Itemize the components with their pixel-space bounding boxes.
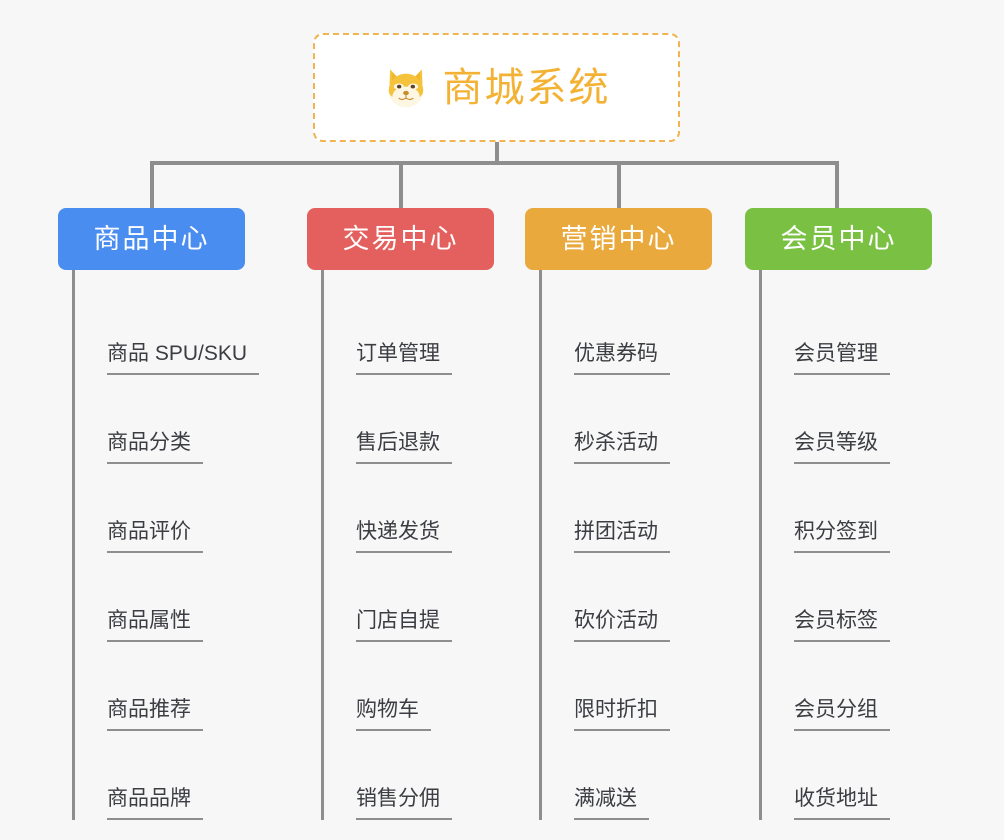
list-item-label: 限时折扣: [574, 698, 670, 731]
list-item-label: 积分签到: [794, 520, 890, 553]
list-item[interactable]: 商品 SPU/SKU: [75, 286, 260, 375]
list-item[interactable]: 限时折扣: [542, 642, 712, 731]
list-item[interactable]: 满减送: [542, 731, 712, 820]
branch-column-商品中心: 商品中心 商品 SPU/SKU 商品分类 商品评价 商品属性 商品推荐 商品品牌: [58, 208, 260, 820]
list-item-label: 快递发货: [356, 520, 452, 553]
list-item-label: 满减送: [574, 787, 649, 820]
list-item[interactable]: 商品评价: [75, 464, 245, 553]
list-item[interactable]: 收货地址: [762, 731, 932, 820]
root-node-title: 商城系统: [442, 65, 611, 110]
list-item[interactable]: 商品分类: [75, 375, 245, 464]
list-item-label: 售后退款: [356, 431, 452, 464]
list-item[interactable]: 售后退款: [324, 375, 494, 464]
list-item[interactable]: 快递发货: [324, 464, 494, 553]
branch-item-list: 商品 SPU/SKU 商品分类 商品评价 商品属性 商品推荐 商品品牌: [72, 270, 260, 820]
list-item-label: 商品 SPU/SKU: [107, 342, 260, 375]
list-item[interactable]: 拼团活动: [542, 464, 712, 553]
branch-header-label: 会员中心: [780, 223, 897, 254]
list-item[interactable]: 优惠券码: [542, 286, 712, 375]
branch-header-会员中心[interactable]: 会员中心: [745, 208, 932, 270]
list-item-label: 商品推荐: [107, 698, 203, 731]
list-item-label: 商品分类: [107, 431, 203, 464]
list-item-label: 订单管理: [356, 342, 452, 375]
list-item-label: 会员管理: [794, 342, 890, 375]
list-item-label: 砍价活动: [574, 609, 670, 642]
connector-drop-4: [835, 161, 839, 208]
list-item-label: 会员标签: [794, 609, 890, 642]
list-item-label: 门店自提: [356, 609, 452, 642]
branch-item-list: 优惠券码 秒杀活动 拼团活动 砍价活动 限时折扣 满减送: [539, 270, 712, 820]
list-item-label: 收货地址: [794, 787, 890, 820]
list-item[interactable]: 商品推荐: [75, 642, 245, 731]
list-item-label: 购物车: [356, 698, 431, 731]
list-item[interactable]: 会员分组: [762, 642, 932, 731]
branch-header-营销中心[interactable]: 营销中心: [525, 208, 712, 270]
branch-header-label: 商品中心: [93, 223, 210, 254]
list-item[interactable]: 会员管理: [762, 286, 932, 375]
list-item[interactable]: 门店自提: [324, 553, 494, 642]
list-item[interactable]: 商品品牌: [75, 731, 245, 820]
connector-drop-3: [617, 161, 621, 208]
connector-drop-1: [150, 161, 154, 208]
branch-header-商品中心[interactable]: 商品中心: [58, 208, 245, 270]
connector-horizontal-bar: [150, 161, 839, 165]
list-item-label: 销售分佣: [356, 787, 452, 820]
shiba-dog-face-icon: [383, 65, 429, 111]
branch-header-label: 交易中心: [342, 223, 459, 254]
list-item[interactable]: 销售分佣: [324, 731, 494, 820]
branch-column-会员中心: 会员中心 会员管理 会员等级 积分签到 会员标签 会员分组 收货地址: [745, 208, 932, 820]
connector-drop-2: [399, 161, 403, 208]
list-item-label: 商品属性: [107, 609, 203, 642]
list-item[interactable]: 积分签到: [762, 464, 932, 553]
list-item-label: 秒杀活动: [574, 431, 670, 464]
list-item-label: 商品评价: [107, 520, 203, 553]
branch-item-list: 会员管理 会员等级 积分签到 会员标签 会员分组 收货地址: [759, 270, 932, 820]
branch-column-营销中心: 营销中心 优惠券码 秒杀活动 拼团活动 砍价活动 限时折扣 满减送: [525, 208, 712, 820]
connector-root-stem: [495, 142, 499, 164]
list-item[interactable]: 会员等级: [762, 375, 932, 464]
list-item[interactable]: 砍价活动: [542, 553, 712, 642]
list-item-label: 会员分组: [794, 698, 890, 731]
list-item[interactable]: 商品属性: [75, 553, 245, 642]
list-item[interactable]: 购物车: [324, 642, 494, 731]
list-item-label: 商品品牌: [107, 787, 203, 820]
list-item[interactable]: 秒杀活动: [542, 375, 712, 464]
branch-item-list: 订单管理 售后退款 快递发货 门店自提 购物车 销售分佣: [321, 270, 494, 820]
branch-header-交易中心[interactable]: 交易中心: [307, 208, 494, 270]
branch-header-label: 营销中心: [560, 223, 677, 254]
list-item[interactable]: 会员标签: [762, 553, 932, 642]
root-node-商城系统[interactable]: 商城系统: [313, 33, 680, 142]
branch-column-交易中心: 交易中心 订单管理 售后退款 快递发货 门店自提 购物车 销售分佣: [307, 208, 494, 820]
list-item-label: 会员等级: [794, 431, 890, 464]
list-item-label: 拼团活动: [574, 520, 670, 553]
list-item-label: 优惠券码: [574, 342, 670, 375]
list-item[interactable]: 订单管理: [324, 286, 494, 375]
